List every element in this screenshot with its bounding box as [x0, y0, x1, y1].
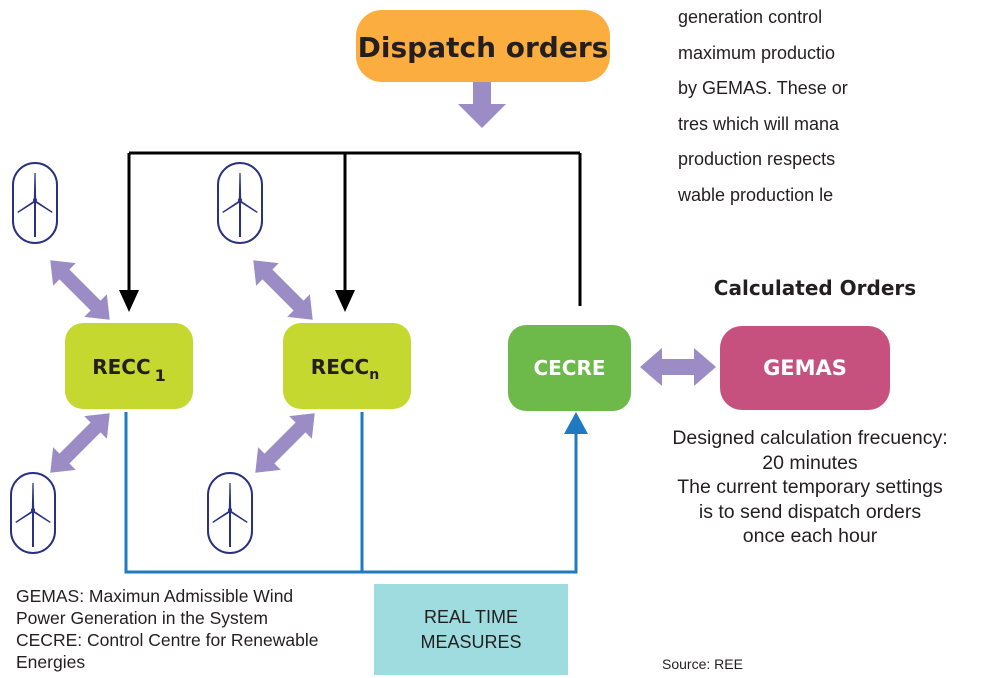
- frequency-line: The current temporary settings: [677, 476, 943, 498]
- description-line: production respects: [678, 149, 836, 169]
- gemas-label: GEMAS: [763, 356, 847, 380]
- description-line: wable production le: [678, 184, 834, 205]
- legend-line: Power Generation in the System: [16, 608, 268, 628]
- frequency-line: 20 minutes: [762, 451, 858, 474]
- cecre-gemas-double-arrow: [640, 348, 716, 386]
- arrow-to-recc1: [119, 290, 139, 312]
- description-line: tres which will mana: [678, 113, 840, 134]
- turbine2-reccn-double-arrow: [253, 260, 313, 320]
- dispatch-orders-label: Dispatch orders: [358, 31, 609, 64]
- description-line: maximum productio: [678, 42, 836, 63]
- wind-turbine-icon: [10, 472, 56, 554]
- legend-line: GEMAS: Maximun Admissible Wind: [16, 586, 294, 606]
- dispatch-orders-box: Dispatch orders: [356, 10, 610, 82]
- reccn-box: RECCn: [283, 323, 411, 409]
- gemas-box: GEMAS: [720, 326, 890, 410]
- wind-turbine-icon: [217, 162, 263, 244]
- wind-turbine-icon: [207, 472, 253, 554]
- description-line: generation control: [678, 7, 823, 27]
- arrow-to-reccn: [335, 290, 355, 312]
- legend-line: Energies: [16, 652, 86, 672]
- cecre-label: CECRE: [533, 356, 605, 380]
- turbine3-recc1-double-arrow: [50, 413, 110, 473]
- frequency-line: Designed calculation frecuency:: [672, 427, 948, 449]
- frequency-line: is to send dispatch orders: [698, 500, 922, 523]
- real-time-measures-line: MEASURES: [420, 631, 522, 652]
- dispatch-down-arrow: [458, 82, 506, 128]
- source-caption: Source: REE: [662, 656, 743, 672]
- description-text: generation control maximum productio by …: [678, 0, 981, 213]
- turbine4-reccn-double-arrow: [255, 413, 315, 473]
- real-time-measures-line: REAL TIME: [423, 606, 519, 627]
- abbreviations-legend: GEMAS: Maximun Admissible Wind Power Gen…: [16, 585, 376, 673]
- measurement-lines: [124, 412, 578, 574]
- calculation-frequency-note: Designed calculation frecuency: 20 minut…: [630, 426, 981, 549]
- reccn-label: RECCn: [311, 355, 379, 383]
- wind-turbine-icon: [12, 162, 58, 244]
- turbine1-recc1-double-arrow: [50, 260, 110, 320]
- legend-line: CECRE: Control Centre for Renewable: [16, 630, 319, 650]
- cecre-box: CECRE: [508, 325, 631, 411]
- real-time-measures-box: REAL TIME MEASURES: [374, 584, 568, 675]
- description-line: by GEMAS. These or: [678, 78, 848, 98]
- dispatch-lines: [127, 151, 582, 306]
- arrow-to-cecre: [564, 412, 588, 434]
- calculated-orders-label: Calculated Orders: [714, 276, 916, 300]
- frequency-line: once each hour: [742, 525, 878, 547]
